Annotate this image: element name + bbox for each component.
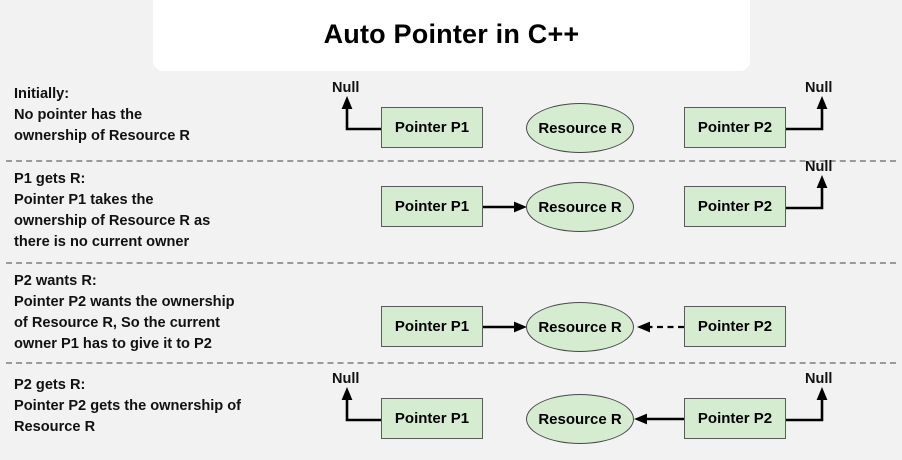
arrow-p1-to-resource (483, 321, 527, 333)
resource-r-ellipse: Resource R (526, 394, 634, 444)
null-connector-p2 (786, 96, 828, 131)
pointer-p2-box: Pointer P2 (684, 186, 786, 227)
resource-r-label: Resource R (538, 198, 622, 216)
page-title: Auto Pointer in C++ (323, 19, 580, 49)
null-connector-p1 (341, 96, 383, 131)
null-connector-p2 (786, 175, 828, 210)
arrow-p1-to-resource (483, 201, 527, 213)
pointer-p1-label: Pointer P1 (394, 318, 470, 335)
pointer-p2-label: Pointer P2 (697, 119, 773, 136)
pointer-p1-box: Pointer P1 (381, 107, 483, 148)
pointer-p2-box: Pointer P2 (684, 306, 786, 347)
pointer-p1-label: Pointer P1 (394, 410, 470, 427)
arrow-p2-to-resource (634, 413, 686, 425)
pointer-p2-box: Pointer P2 (684, 398, 786, 439)
resource-r-ellipse: Resource R (526, 302, 634, 352)
row-divider-3 (6, 362, 896, 364)
resource-r-ellipse: Resource R (526, 103, 634, 153)
row-initially-description: Initially: No pointer has the ownership … (14, 86, 190, 144)
row-p1-gets-r-description: P1 gets R: Pointer P1 takes the ownershi… (14, 171, 211, 250)
arrow-p2-to-resource-dashed (637, 321, 684, 333)
null-label-left: Null (332, 371, 360, 387)
row-divider-1 (6, 160, 896, 162)
pointer-p1-box: Pointer P1 (381, 306, 483, 347)
pointer-p2-label: Pointer P2 (697, 410, 773, 427)
row-p2-gets-r-description: P2 gets R: Pointer P2 gets the ownership… (14, 377, 242, 435)
pointer-p2-box: Pointer P2 (684, 107, 786, 148)
pointer-p1-box: Pointer P1 (381, 398, 483, 439)
null-connector-p1 (341, 387, 383, 422)
pointer-p2-label: Pointer P2 (697, 198, 773, 215)
row-p2-wants-r-description: P2 wants R: Pointer P2 wants the ownersh… (14, 273, 235, 352)
null-connector-p2 (786, 387, 828, 422)
resource-r-label: Resource R (538, 410, 622, 428)
pointer-p1-label: Pointer P1 (394, 119, 470, 136)
null-label-right: Null (805, 371, 833, 387)
row-divider-2 (6, 262, 896, 264)
pointer-p2-label: Pointer P2 (697, 318, 773, 335)
null-label-left: Null (332, 80, 360, 96)
resource-r-label: Resource R (538, 318, 622, 336)
null-label-right: Null (805, 159, 833, 175)
title-card: Auto Pointer in C++ (153, 0, 750, 71)
null-label-right: Null (805, 80, 833, 96)
resource-r-ellipse: Resource R (526, 182, 634, 232)
pointer-p1-label: Pointer P1 (394, 198, 470, 215)
pointer-p1-box: Pointer P1 (381, 186, 483, 227)
resource-r-label: Resource R (538, 119, 622, 137)
